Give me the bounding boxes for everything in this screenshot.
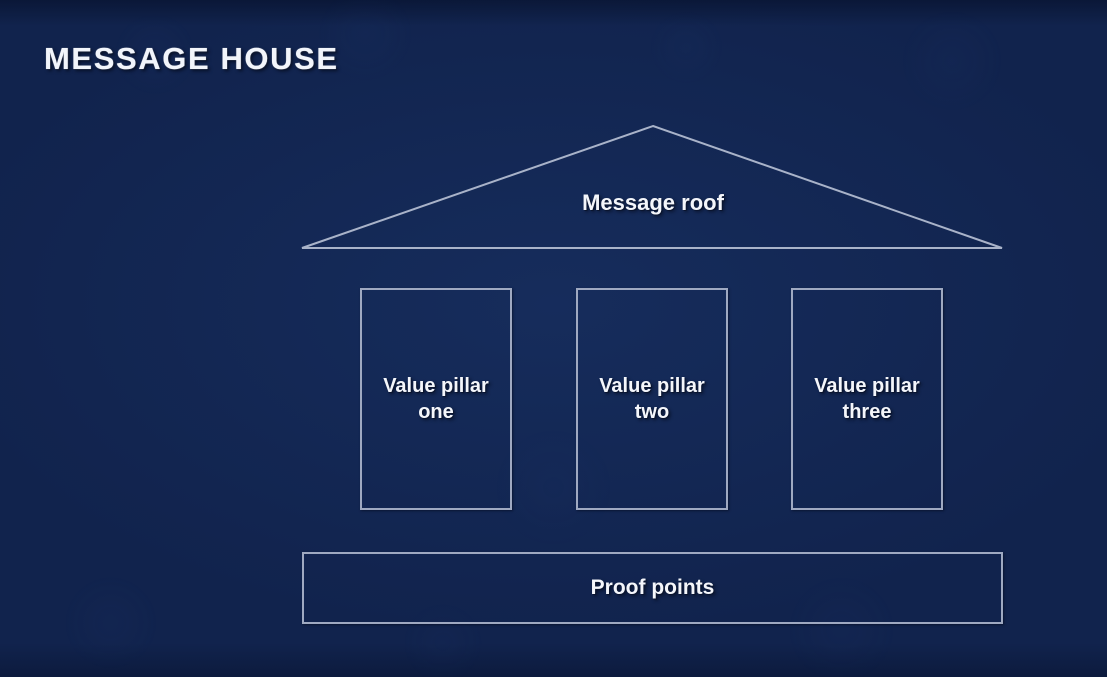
pillar-three-line-2: three [842, 401, 892, 423]
pillar-two-line-1: Value pillar [599, 374, 705, 397]
roof-polygon [301, 124, 1003, 249]
value-pillar-two[interactable]: Value pillar two [576, 288, 728, 510]
value-pillar-three[interactable]: Value pillar three [791, 288, 943, 510]
page-title: MESSAGE HOUSE [44, 41, 339, 76]
roof-label: Message roof [582, 190, 724, 215]
proof-points-label: Proof points [590, 576, 715, 599]
proof-points-foundation[interactable]: Proof points [302, 552, 1003, 624]
roof-triangle-shape [301, 124, 1003, 249]
value-pillar-two-label: Value pillar two [593, 373, 711, 426]
pillar-one-line-1: Value pillar [383, 374, 489, 397]
value-pillar-one-label: Value pillar one [377, 373, 495, 426]
pillar-one-line-2: one [418, 401, 454, 423]
value-pillar-one[interactable]: Value pillar one [360, 288, 512, 510]
value-pillar-three-label: Value pillar three [808, 373, 926, 426]
pillar-three-line-1: Value pillar [814, 374, 920, 397]
pillar-two-line-2: two [634, 401, 670, 423]
